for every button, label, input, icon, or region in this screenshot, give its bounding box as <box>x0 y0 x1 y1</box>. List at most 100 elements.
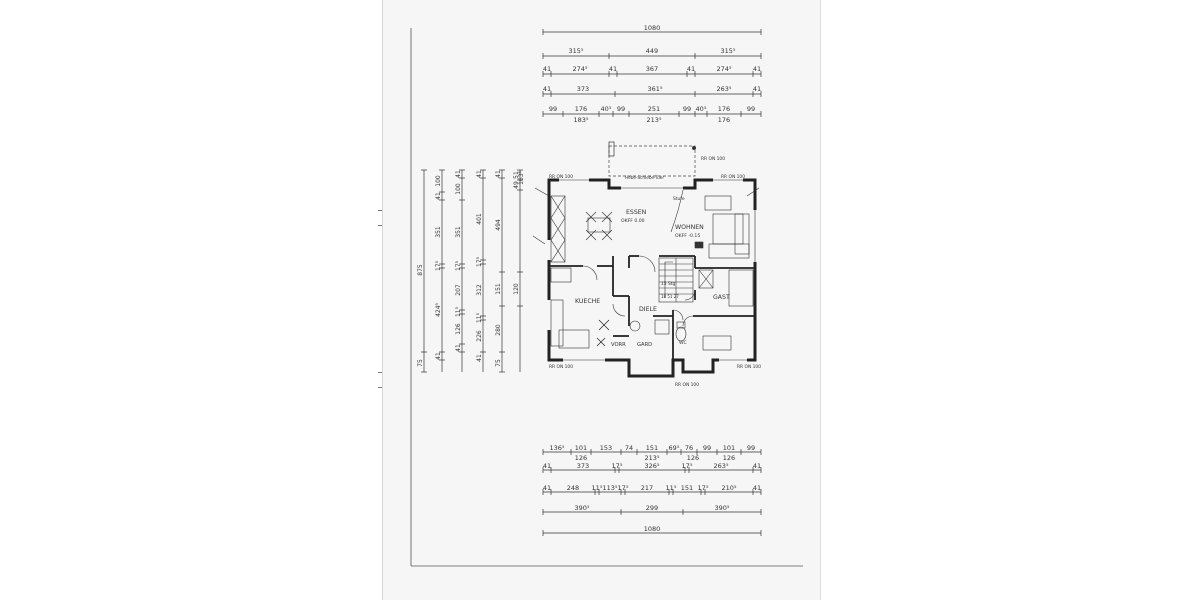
dim-label: 69⁵ <box>669 444 680 452</box>
sanitary-fixtures <box>629 319 687 342</box>
dim-label: 449 <box>646 47 658 55</box>
dim-label: 113⁵ <box>602 484 617 492</box>
dim-label: 494 <box>495 219 502 231</box>
dim-label: 41 <box>543 462 551 470</box>
dim-label: 17⁵ <box>682 462 693 470</box>
dim-bottom-total: 1080 <box>644 525 661 533</box>
dim-top-total: 1080 <box>644 24 661 32</box>
room-label-essen: ESSEN <box>626 209 647 216</box>
dim-label: 51 <box>513 171 520 179</box>
window-tag: RR ON 100 <box>549 364 573 370</box>
dim-label: 424⁵ <box>435 302 442 316</box>
dim-label: 99 <box>617 105 625 113</box>
room-label-gast: GAST <box>713 294 730 301</box>
dim-label: 17⁵ <box>435 260 442 271</box>
dim-label: 280 <box>495 324 502 336</box>
top-dimension-labels: 1080 315⁵ 449 315⁵ 41 274⁵ 41 367 41 274… <box>543 24 761 124</box>
dim-label: 17⁵ <box>618 484 629 492</box>
dim-label: 312 <box>476 284 483 296</box>
dim-label: 41 <box>543 484 551 492</box>
window-tag: RR ON 100 <box>721 174 745 180</box>
dim-label: 217 <box>641 484 653 492</box>
dim-label: 49 <box>513 181 520 189</box>
dim-label: 120 <box>513 283 520 295</box>
dim-label: 41 <box>753 484 761 492</box>
dim-label: 176 <box>718 116 730 124</box>
label-stair-steps: 15 Stg <box>661 281 675 287</box>
dim-label: 401 <box>476 213 483 225</box>
dim-label: 126 <box>723 454 735 462</box>
left-dimension-ticks <box>421 169 523 373</box>
terrace-post-right <box>692 146 696 150</box>
dim-label: 390⁵ <box>574 504 589 512</box>
room-divider-curve <box>670 189 684 233</box>
dim-label: 40⁵ <box>696 105 707 113</box>
window-tag: RR ON 100 <box>549 174 573 180</box>
top-dimension-chains <box>543 31 761 115</box>
dim-label: 75 <box>417 359 424 367</box>
dim-label: 207 <box>455 284 462 296</box>
dim-label: 11⁵ <box>666 484 677 492</box>
dim-label: 351 <box>455 226 462 238</box>
window-arrows <box>532 187 760 245</box>
dim-label: 100 <box>435 175 442 187</box>
dim-label: 251 <box>648 105 660 113</box>
dim-label: 153 <box>600 444 612 452</box>
dim-label: 17⁵ <box>612 462 623 470</box>
dim-label: 100 <box>455 183 462 195</box>
dim-label: 126 <box>687 454 699 462</box>
door-swings <box>582 255 696 327</box>
dim-label: 41 <box>435 192 442 200</box>
left-dimension-labels: 875 75 100 41 351 17⁵ 424⁵ 41 41 100 351… <box>417 170 525 367</box>
room-label-wc: WC <box>679 340 687 346</box>
dim-label: 41 <box>455 344 462 352</box>
window-tag: RR ON 100 <box>675 382 699 388</box>
living-furniture <box>694 195 750 259</box>
room-label-garderobe: GARD <box>637 342 652 348</box>
dim-label: 41 <box>753 462 761 470</box>
dim-label: 176 <box>718 105 730 113</box>
dim-label: 367 <box>646 65 658 73</box>
room-label-vorraum: VORR <box>611 342 626 348</box>
dim-label: 41 <box>543 65 551 73</box>
dim-label: 11⁵ <box>592 484 603 492</box>
dim-label: 74 <box>625 444 633 452</box>
floor-plan-drawing: 1080 315⁵ 449 315⁵ 41 274⁵ 41 367 41 274… <box>410 24 803 567</box>
dim-label: 99 <box>747 105 755 113</box>
staircase <box>658 257 694 303</box>
dim-label: 41 <box>435 352 442 360</box>
room-label-wohnen: WOHNEN <box>675 224 704 231</box>
dim-label: 76 <box>685 444 693 452</box>
dim-label: 176 <box>575 105 587 113</box>
window-glazing <box>559 179 756 361</box>
dim-label: 315⁵ <box>720 47 735 55</box>
room-level-wohnen: OKFF -0.15 <box>675 233 700 239</box>
dim-label: 17⁵ <box>476 256 483 267</box>
room-label-kueche: KUECHE <box>575 298 600 305</box>
dim-label: 41 <box>687 65 695 73</box>
dim-label: 101 <box>723 444 735 452</box>
dim-label: 213⁵ <box>646 116 661 124</box>
dim-label: 163⁵ <box>518 170 525 184</box>
dim-label: 875 <box>417 264 424 276</box>
room-labels: ESSEN OKFF 0.00 WOHNEN OKFF -0.15 KUECHE… <box>575 175 730 348</box>
dim-label: 41 <box>543 85 551 93</box>
terrace-outline <box>608 145 696 177</box>
dim-label: 41 <box>455 170 462 178</box>
bottom-dimension-ticks <box>542 449 762 536</box>
dim-label: 299 <box>646 504 658 512</box>
label-sliding-door: Hebe-Schiebe-Tuer <box>625 175 664 180</box>
dim-label: 17⁵ <box>455 260 462 271</box>
electrical-crosses <box>596 319 610 347</box>
dim-label: 373 <box>577 462 589 470</box>
terrace-post-left <box>608 141 615 157</box>
dim-label: 274⁵ <box>572 65 587 73</box>
dim-label: 41 <box>753 85 761 93</box>
drawing-sheet: 1080 315⁵ 449 315⁵ 41 274⁵ 41 367 41 274… <box>382 0 821 600</box>
dim-label: 361⁵ <box>647 85 662 93</box>
dim-label: 11⁵ <box>476 312 483 323</box>
dim-label: 41 <box>609 65 617 73</box>
dim-label: 390⁵ <box>714 504 729 512</box>
window-tag: RR ON 100 <box>701 156 725 162</box>
kitchen-cabinets <box>550 195 590 349</box>
